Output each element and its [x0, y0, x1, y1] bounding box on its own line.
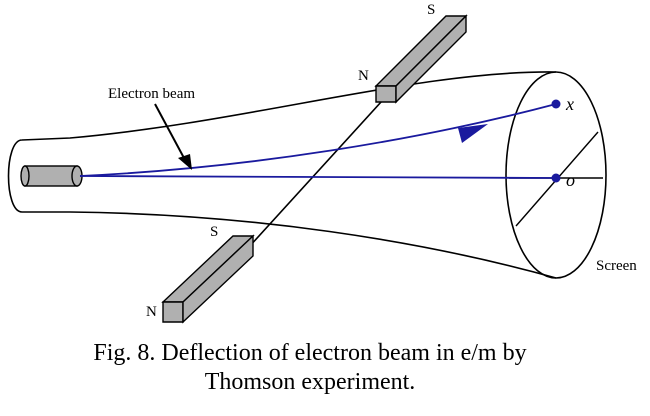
point-x-dot	[551, 99, 561, 109]
figure-caption-line-2: Thomson experiment.	[204, 369, 416, 395]
magnet-top	[374, 14, 468, 104]
electron-gun	[20, 165, 83, 187]
beam-direction-arrow	[458, 124, 488, 143]
deflected-beam	[79, 103, 557, 177]
point-o-label: o	[566, 170, 575, 190]
point-x-label: x	[565, 94, 574, 114]
magnet-top-s-label: S	[427, 2, 435, 18]
point-o-dot	[551, 173, 561, 183]
magnetic-field-line	[247, 89, 393, 249]
screen-ellipse	[505, 71, 607, 279]
electron-beam-label: Electron beam	[108, 86, 195, 102]
figure-caption-line-1: Fig. 8. Deflection of electron beam in e…	[93, 340, 527, 366]
magnet-bottom	[161, 234, 255, 324]
electron-beam-pointer-head	[178, 154, 192, 170]
undeflected-beam	[79, 175, 557, 179]
thomson-apparatus-diagram: Electron beam S N S N x o Screen	[7, 2, 637, 324]
magnet-top-n-label: N	[358, 68, 369, 84]
magnet-bottom-n-label: N	[146, 304, 157, 320]
magnet-bottom-s-label: S	[210, 224, 218, 240]
electron-beam-pointer	[154, 103, 185, 159]
screen-label: Screen	[596, 258, 637, 274]
tube-outline	[7, 71, 557, 279]
